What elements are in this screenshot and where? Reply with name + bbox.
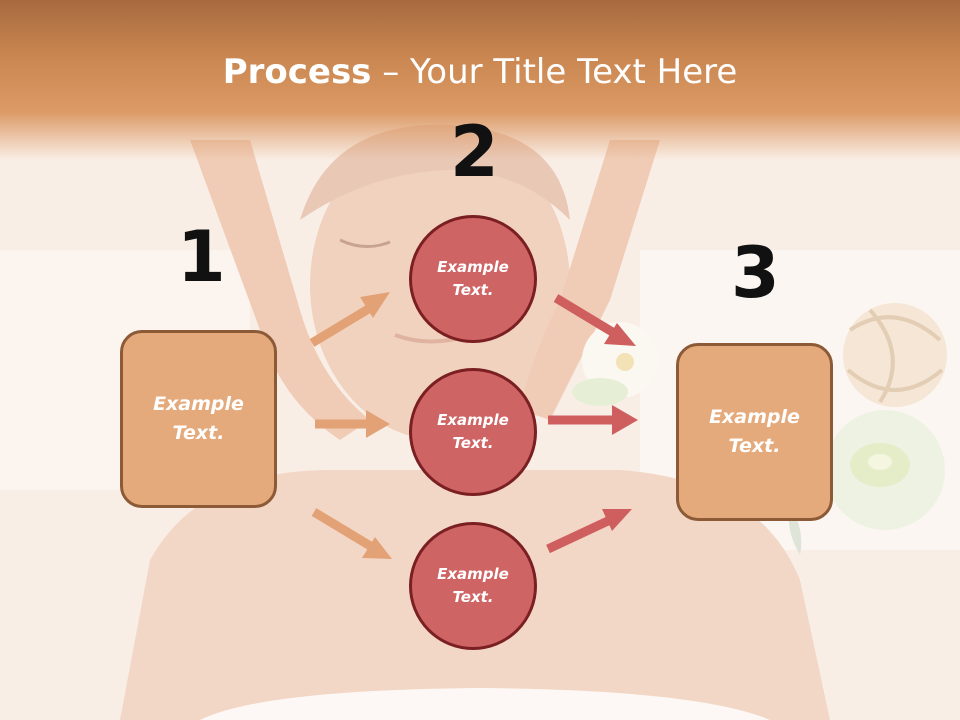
step-1-box-line2: Text. bbox=[172, 422, 225, 444]
title-bold: Process bbox=[222, 52, 372, 92]
step-2-circle-bottom: Example Text. bbox=[409, 522, 537, 650]
step-1-box-line1: Example bbox=[153, 393, 244, 415]
circle-middle-line1: Example bbox=[437, 411, 509, 429]
circle-bottom-line1: Example bbox=[437, 565, 509, 583]
step-1-box: Example Text. bbox=[120, 330, 277, 508]
circle-top-line1: Example bbox=[437, 258, 509, 276]
step-2-circle-top: Example Text. bbox=[409, 215, 537, 343]
title-band bbox=[0, 0, 960, 160]
step-3-box-line2: Text. bbox=[728, 435, 781, 457]
circle-middle-line2: Text. bbox=[452, 434, 494, 452]
arrow-left-top bbox=[309, 292, 390, 347]
step-3-box: Example Text. bbox=[676, 343, 833, 521]
circle-bottom-line2: Text. bbox=[452, 588, 494, 606]
step-number-1: 1 bbox=[177, 216, 226, 298]
slide-title: Process – Your Title Text Here bbox=[0, 52, 960, 92]
arrow-right-top bbox=[553, 294, 636, 346]
step-1-box-text: Example Text. bbox=[153, 390, 244, 448]
title-rest: – Your Title Text Here bbox=[371, 52, 738, 92]
step-number-2: 2 bbox=[450, 111, 499, 193]
arrow-left-bottom bbox=[311, 508, 392, 559]
arrow-right-middle bbox=[548, 405, 638, 435]
arrow-right-bottom bbox=[546, 509, 632, 554]
step-number-3: 3 bbox=[731, 232, 780, 314]
circle-top-line2: Text. bbox=[452, 281, 494, 299]
arrow-left-middle bbox=[315, 410, 390, 438]
step-2-circle-middle: Example Text. bbox=[409, 368, 537, 496]
step-3-box-text: Example Text. bbox=[709, 403, 800, 461]
step-3-box-line1: Example bbox=[709, 406, 800, 428]
